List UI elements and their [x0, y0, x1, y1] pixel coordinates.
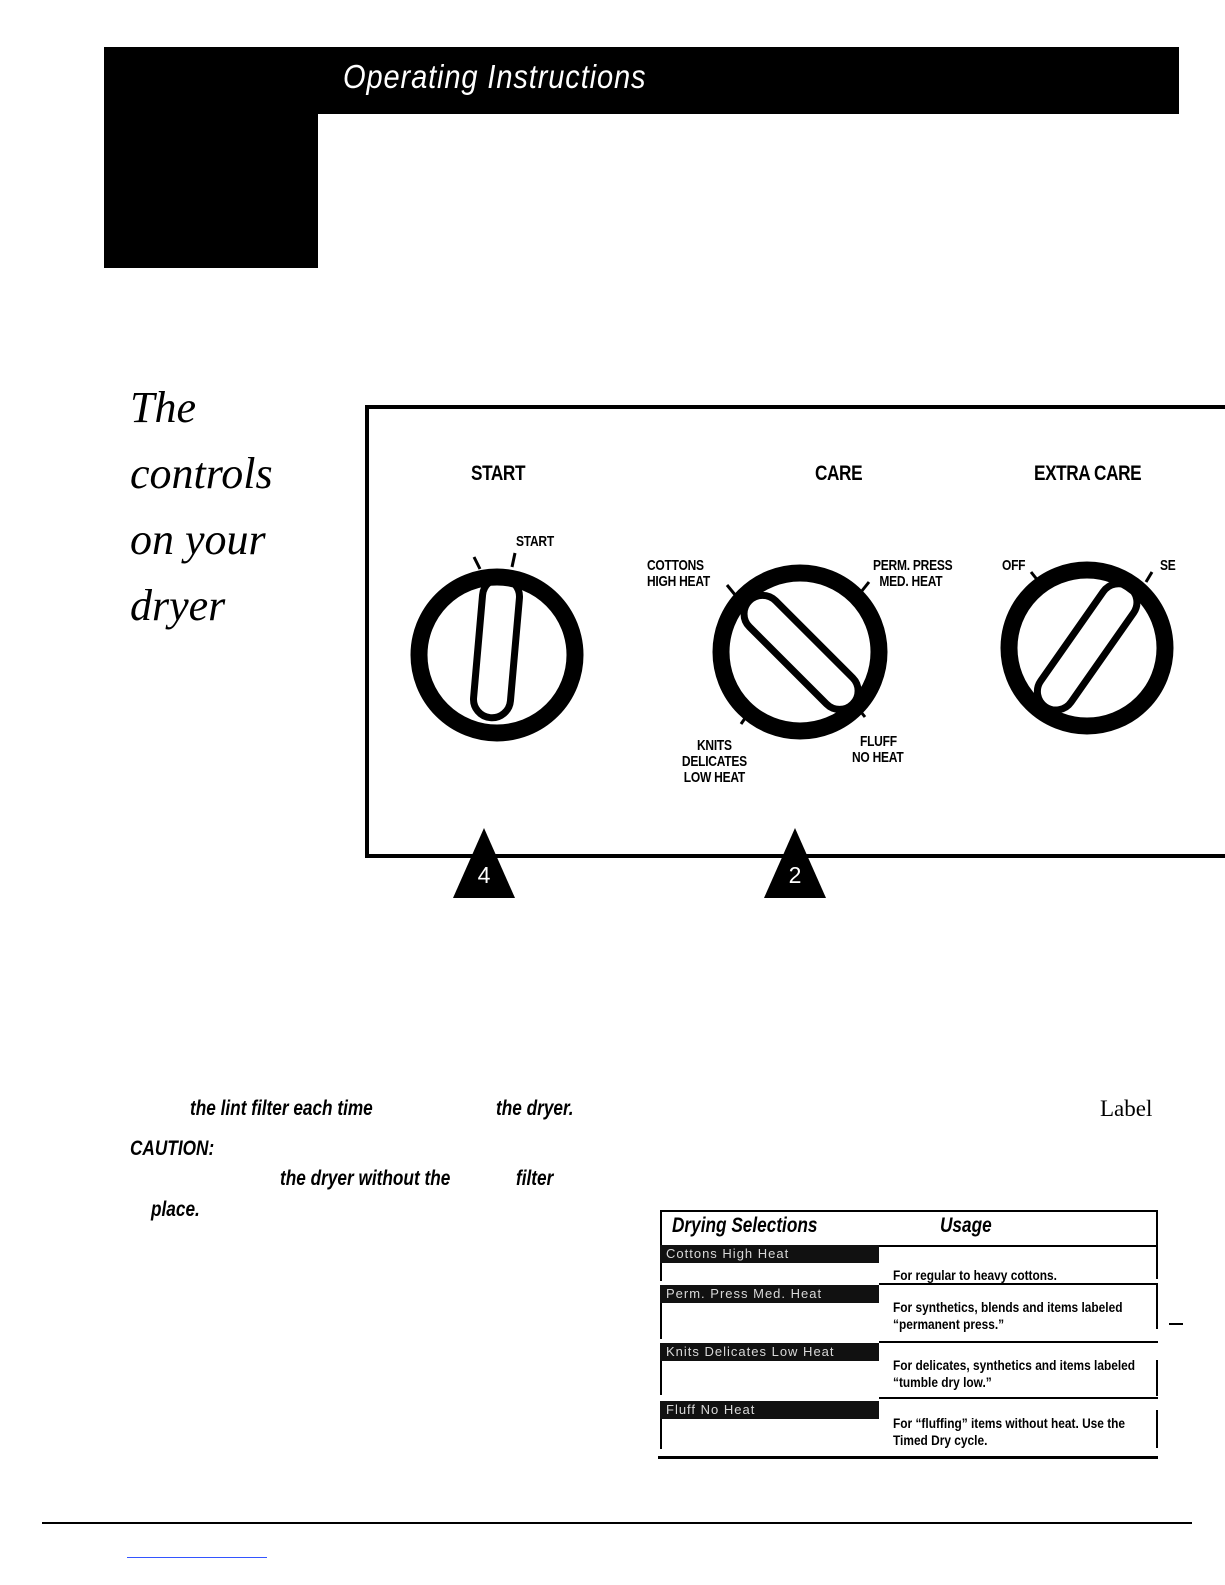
table-bottom-rule — [658, 1456, 1158, 1459]
table-row-usage: For “fluffing” items without heat. Use t… — [893, 1415, 1126, 1448]
caution-label: CAUTION: — [130, 1137, 215, 1160]
marker-4: 4 — [477, 862, 491, 888]
care-knits-label: KNITS DELICATES LOW HEAT — [681, 737, 747, 786]
caution-text-b: filter — [516, 1167, 554, 1190]
care-fluff-label: FLUFF NO HEAT — [852, 733, 904, 766]
row-left-rule — [660, 1263, 662, 1281]
margin-dash — [1169, 1323, 1183, 1325]
caution-text-a: the dryer without the — [280, 1167, 451, 1190]
drying-selections-table: Drying Selections Usage Cottons High Hea… — [658, 1210, 1158, 1460]
table-left-rule — [660, 1212, 662, 1247]
row-left-rule — [660, 1419, 662, 1449]
table-row-usage: For synthetics, blends and items labeled… — [893, 1299, 1123, 1332]
side-heading-line-1: The — [130, 383, 196, 432]
start-position-label: START — [516, 533, 554, 550]
table-row-selection: Cottons High Heat — [660, 1245, 879, 1263]
extra-care-off-label: OFF — [1002, 557, 1026, 574]
label-text: Label — [1100, 1096, 1153, 1121]
row-left-rule — [660, 1361, 662, 1395]
caution-text-c: place. — [151, 1198, 200, 1221]
side-heading-line-3: on your — [130, 515, 266, 564]
header-usage: Usage — [940, 1214, 992, 1237]
marker-2: 2 — [788, 862, 802, 888]
table-row-usage: For delicates, synthetics and items labe… — [893, 1357, 1136, 1390]
extra-care-section-label: EXTRA CARE — [1034, 462, 1142, 485]
header-block — [104, 47, 318, 268]
table-row-selection: Fluff No Heat — [660, 1401, 879, 1419]
page-title: Operating Instructions — [343, 58, 647, 95]
table-right-rule — [1156, 1212, 1158, 1247]
extra-care-partial-label: SE — [1160, 557, 1176, 574]
lint-filter-text-b: the dryer. — [496, 1097, 574, 1120]
lint-filter-text-a: the lint filter each time — [190, 1097, 373, 1120]
start-section-label: START — [471, 462, 526, 485]
header-drying-selections: Drying Selections — [672, 1214, 818, 1237]
table-top-rule — [660, 1210, 1158, 1212]
table-row-selection: Knits Delicates Low Heat — [660, 1343, 879, 1361]
row-right-rule — [1156, 1360, 1158, 1396]
side-heading-line-4: dryer — [130, 581, 226, 630]
row-divider — [879, 1397, 1158, 1399]
table-row-usage: For regular to heavy cottons. — [893, 1267, 1057, 1283]
row-divider — [879, 1341, 1158, 1343]
care-perm-press-label: PERM. PRESS MED. HEAT — [873, 557, 953, 590]
row-right-rule — [1156, 1283, 1158, 1329]
row-left-rule — [660, 1303, 662, 1339]
row-right-rule — [1156, 1245, 1158, 1279]
row-divider — [879, 1245, 1158, 1247]
row-divider — [879, 1283, 1158, 1285]
row-right-rule — [1156, 1410, 1158, 1448]
footer-link-underline[interactable] — [127, 1557, 267, 1558]
care-cottons-label: COTTONS HIGH HEAT — [647, 557, 710, 590]
footer-rule — [42, 1522, 1192, 1524]
care-section-label: CARE — [815, 462, 863, 485]
side-heading-line-2: controls — [130, 449, 273, 498]
table-row-selection: Perm. Press Med. Heat — [660, 1285, 879, 1303]
